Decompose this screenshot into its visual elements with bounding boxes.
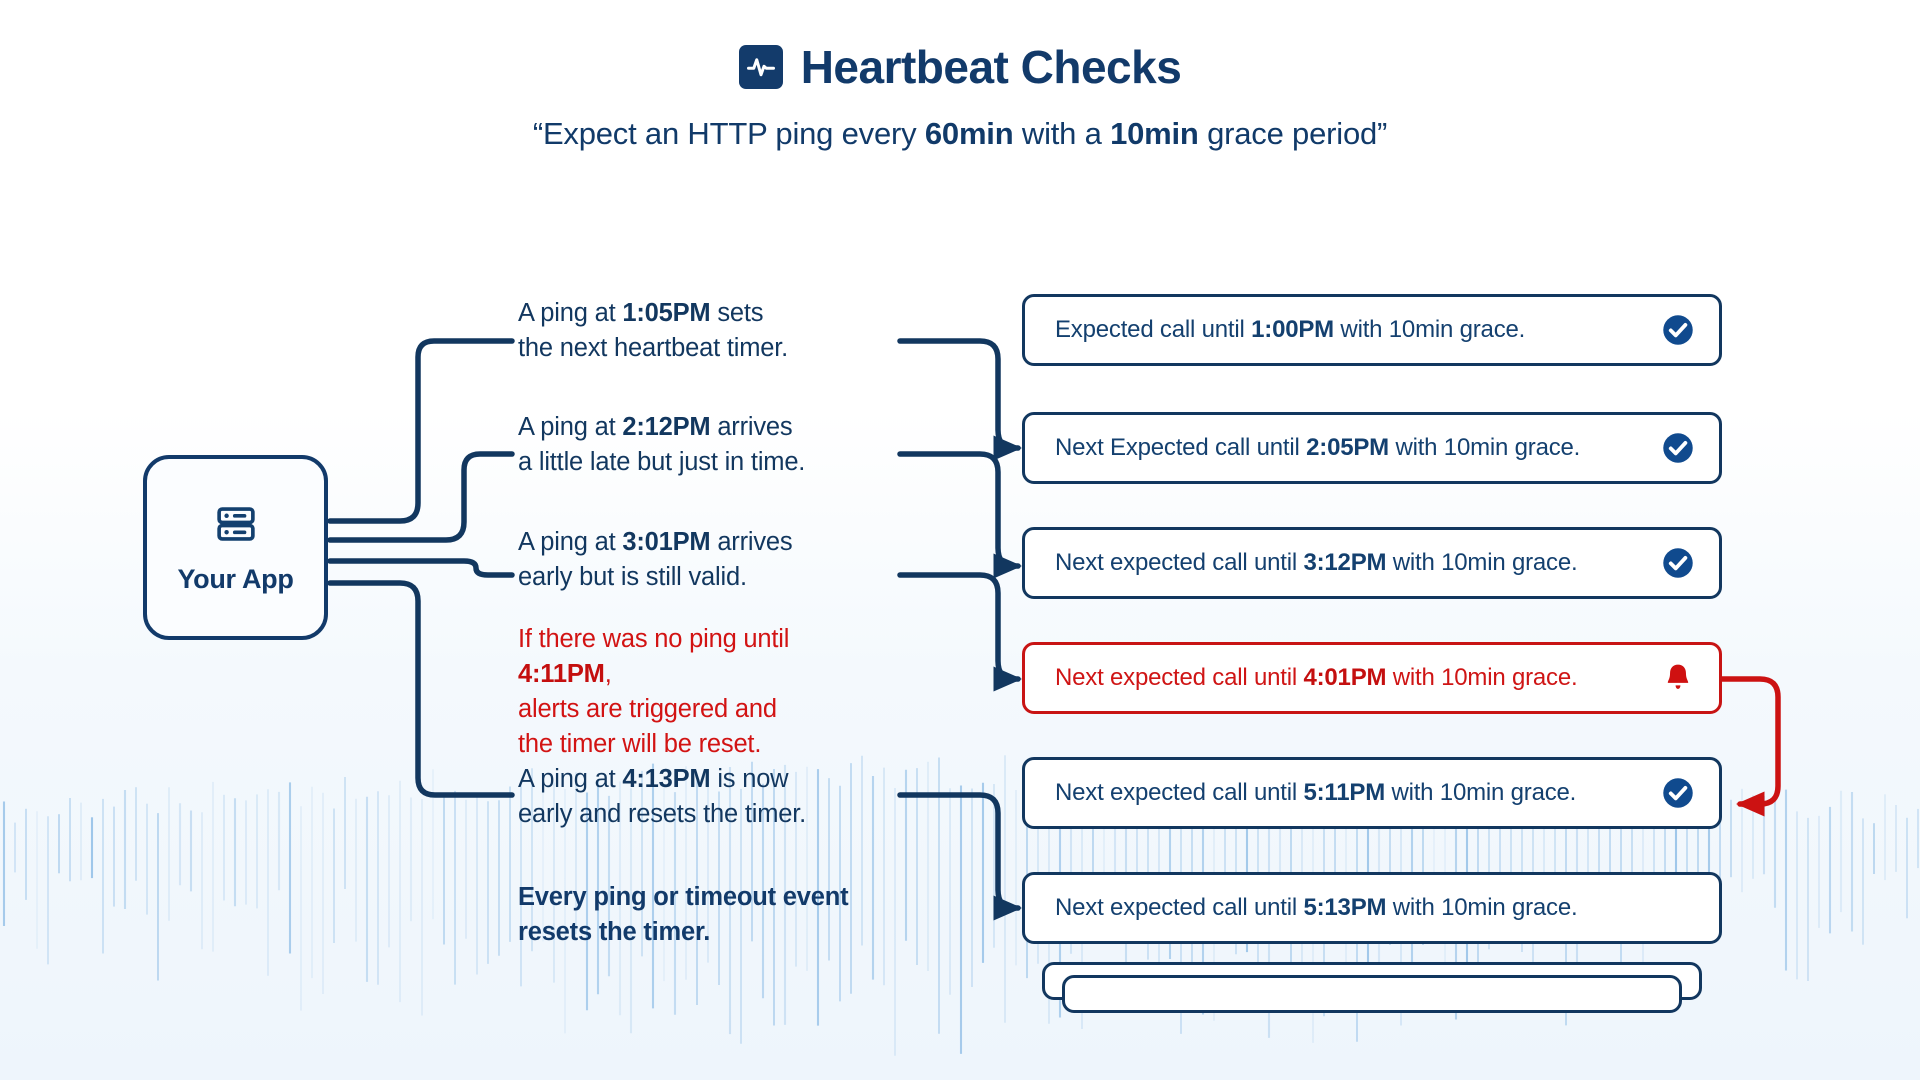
- card-time: 5:11PM: [1303, 779, 1385, 806]
- event-ping-105pm: A ping at 1:05PM sets the next heartbeat…: [518, 296, 878, 366]
- wire-app-to-event1: [327, 338, 515, 524]
- event-line1-suffix: is now: [710, 765, 789, 793]
- title-row: Heartbeat Checks: [0, 44, 1920, 90]
- page-subtitle: “Expect an HTTP ping every 60min with a …: [0, 116, 1920, 152]
- page-title: Heartbeat Checks: [800, 41, 1182, 93]
- card-5-13pm[interactable]: Next expected call until 5:13PM with 10m…: [1022, 872, 1722, 944]
- header: Heartbeat Checks “Expect an HTTP ping ev…: [0, 44, 1920, 152]
- card-text: Next expected call until 5:11PM with 10m…: [1055, 779, 1661, 807]
- event-line1-time: 1:05PM: [622, 299, 711, 327]
- event-line-1: A ping at 1:05PM sets: [518, 296, 878, 331]
- card-prefix: Next expected call until: [1055, 549, 1304, 576]
- card-prefix: Next expected call until: [1055, 779, 1304, 806]
- event-line1-prefix: A ping at: [518, 299, 623, 327]
- event-line1-suffix: ,: [604, 660, 612, 688]
- event-line1-suffix: sets: [710, 299, 764, 327]
- event-line-2: early but is still valid.: [518, 563, 747, 591]
- event-line-1: If there was no ping until 4:11PM,: [518, 622, 878, 692]
- card-prefix: Next expected call until: [1055, 664, 1304, 691]
- event-line-2: early and resets the timer.: [518, 800, 806, 828]
- card-prefix: Expected call until: [1055, 316, 1252, 343]
- card-suffix: with 10min grace.: [1386, 549, 1578, 576]
- card-time: 3:12PM: [1303, 549, 1387, 576]
- heartbeat-pulse-icon: [738, 45, 783, 89]
- card-time: 2:05PM: [1306, 434, 1389, 461]
- event-line-3: the timer will be reset.: [518, 730, 762, 758]
- card-text: Next expected call until 5:13PM with 10m…: [1055, 894, 1695, 922]
- event-line1-prefix: A ping at: [518, 413, 623, 441]
- event-line1-prefix: If there was no ping until: [518, 625, 790, 653]
- server-icon: [213, 501, 259, 552]
- event-line-2: the next heartbeat timer.: [518, 334, 788, 362]
- your-app-node: Your App: [143, 455, 328, 640]
- card-suffix: with 10min grace.: [1333, 316, 1526, 343]
- check-circle-icon: [1661, 313, 1695, 347]
- wire-app-to-event5: [327, 580, 515, 798]
- card-suffix: with 10min grace.: [1384, 779, 1577, 806]
- card-text: Next expected call until 3:12PM with 10m…: [1055, 549, 1661, 577]
- event-line1-time: 2:12PM: [622, 413, 711, 441]
- event-line-1: A ping at 2:12PM arrives: [518, 410, 878, 445]
- subtitle-interval: 60min: [924, 116, 1014, 151]
- wire-event1-to-card2: [897, 338, 1023, 461]
- your-app-label: Your App: [177, 563, 294, 594]
- subtitle-grace: 10min: [1110, 116, 1199, 151]
- event-line-2: alerts are triggered and: [518, 695, 777, 723]
- event-line1-prefix: A ping at: [518, 765, 623, 793]
- subtitle-prefix: “Expect an HTTP ping every: [532, 116, 925, 151]
- wire-app-to-event3: [327, 558, 515, 578]
- event-line1-suffix: arrives: [710, 528, 793, 556]
- subtitle-middle: with a: [1013, 116, 1111, 151]
- card-2-05pm[interactable]: Next Expected call until 2:05PM with 10m…: [1022, 412, 1722, 484]
- event-ping-301pm: A ping at 3:01PM arrives early but is st…: [518, 525, 878, 595]
- event-line1-time: 3:01PM: [622, 528, 711, 556]
- event-line-1: A ping at 3:01PM arrives: [518, 525, 878, 560]
- card-prefix: Next expected call until: [1055, 894, 1304, 921]
- card-text: Next Expected call until 2:05PM with 10m…: [1055, 434, 1661, 462]
- event-summary: Every ping or timeout event resets the t…: [518, 880, 878, 950]
- card-suffix: with 10min grace.: [1386, 894, 1578, 921]
- stacked-card-shadow-2: [1062, 975, 1682, 1013]
- event-no-ping-411pm: If there was no ping until 4:11PM, alert…: [518, 622, 878, 762]
- bell-alert-icon: [1661, 661, 1695, 695]
- event-line-2: a little late but just in time.: [518, 448, 806, 476]
- card-text: Expected call until 1:00PM with 10min gr…: [1055, 316, 1661, 344]
- card-suffix: with 10min grace.: [1386, 664, 1578, 691]
- check-circle-icon: [1661, 431, 1695, 465]
- check-circle-icon: [1661, 546, 1695, 580]
- wire-event3-to-card4: [897, 572, 1023, 692]
- event-line1-prefix: A ping at: [518, 528, 623, 556]
- card-text: Next expected call until 4:01PM with 10m…: [1055, 664, 1661, 692]
- card-time: 1:00PM: [1251, 316, 1334, 343]
- check-circle-icon: [1661, 776, 1695, 810]
- event-line-2: resets the timer.: [518, 918, 711, 946]
- card-time: 5:13PM: [1303, 894, 1387, 921]
- card-3-12pm[interactable]: Next expected call until 3:12PM with 10m…: [1022, 527, 1722, 599]
- card-suffix: with 10min grace.: [1388, 434, 1581, 461]
- wire-app-to-event2: [327, 451, 515, 543]
- card-1-00pm[interactable]: Expected call until 1:00PM with 10min gr…: [1022, 294, 1722, 366]
- event-ping-413pm: A ping at 4:13PM is now early and resets…: [518, 762, 878, 832]
- event-line1-time: 4:11PM: [518, 660, 605, 688]
- event-line1-suffix: arrives: [710, 413, 793, 441]
- event-line-1: A ping at 4:13PM is now: [518, 762, 878, 797]
- card-5-11pm[interactable]: Next expected call until 5:11PM with 10m…: [1022, 757, 1722, 829]
- wire-event5-to-card6: [897, 792, 1023, 921]
- card-4-01pm[interactable]: Next expected call until 4:01PM with 10m…: [1022, 642, 1722, 714]
- card-time: 4:01PM: [1303, 664, 1387, 691]
- event-ping-212pm: A ping at 2:12PM arrives a little late b…: [518, 410, 878, 480]
- subtitle-suffix: grace period”: [1198, 116, 1388, 151]
- event-line-1: Every ping or timeout event: [518, 883, 849, 911]
- card-prefix: Next Expected call until: [1055, 434, 1307, 461]
- event-line1-time: 4:13PM: [622, 765, 711, 793]
- wire-event2-to-card3: [897, 451, 1023, 579]
